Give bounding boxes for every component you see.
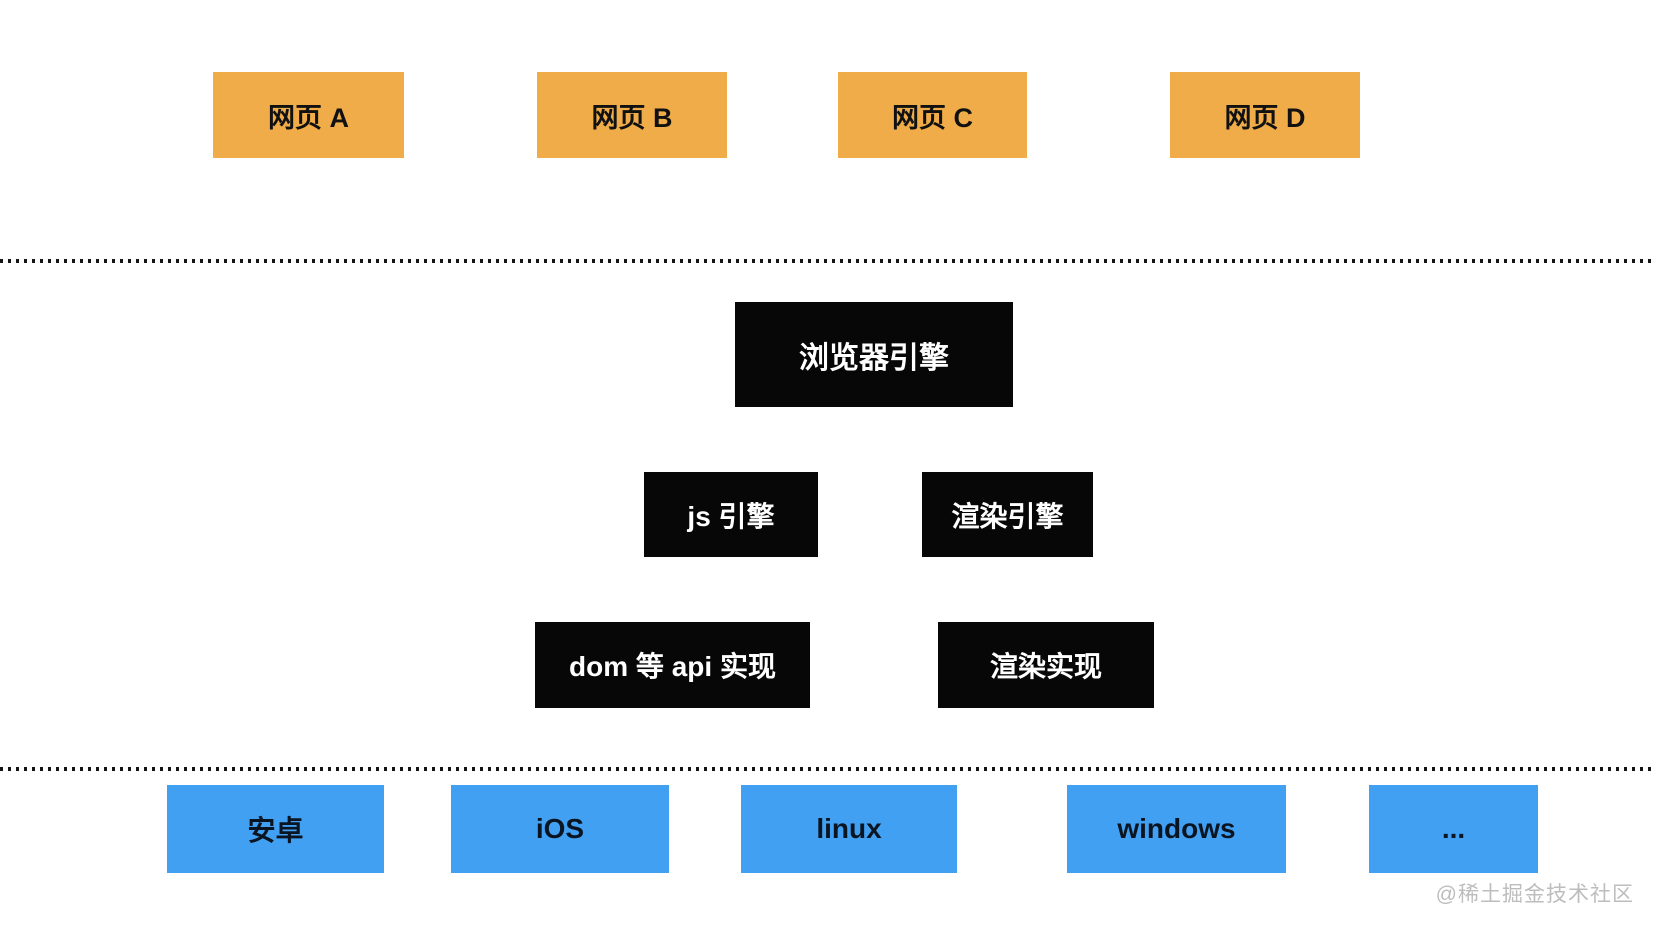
- webpage-a-label: 网页 A: [268, 102, 349, 133]
- webpage-b-box: 网页 B: [537, 72, 727, 158]
- platform-ios-box: iOS: [451, 785, 669, 873]
- platform-windows-label: windows: [1117, 813, 1236, 844]
- platform-more-box: ...: [1369, 785, 1538, 873]
- browser-engine-label: 浏览器引擎: [799, 341, 949, 375]
- render-implementation-box: 渲染实现: [938, 622, 1154, 708]
- dom-api-implementation-label: dom 等 api 实现: [569, 651, 776, 682]
- platform-linux-box: linux: [741, 785, 957, 873]
- dom-api-implementation-box: dom 等 api 实现: [535, 622, 810, 708]
- js-engine-label: js 引擎: [687, 500, 775, 532]
- lower-dotted-divider: [0, 767, 1656, 771]
- platform-windows-box: windows: [1067, 785, 1286, 873]
- webpage-c-label: 网页 C: [892, 102, 973, 133]
- browser-engine-box: 浏览器引擎: [735, 302, 1013, 407]
- platform-android-box: 安卓: [167, 785, 384, 873]
- community-watermark: @稀土掘金技术社区: [1435, 883, 1634, 906]
- platform-android-label: 安卓: [247, 815, 304, 846]
- render-implementation-label: 渲染实现: [989, 651, 1102, 682]
- webpage-a-box: 网页 A: [213, 72, 404, 158]
- platform-more-label: ...: [1441, 813, 1466, 844]
- render-engine-box: 渲染引擎: [922, 472, 1093, 557]
- platform-ios-label: iOS: [535, 813, 585, 844]
- webpage-c-box: 网页 C: [838, 72, 1027, 158]
- platform-linux-label: linux: [816, 813, 882, 844]
- js-engine-box: js 引擎: [644, 472, 818, 557]
- webpage-b-label: 网页 B: [591, 102, 673, 133]
- webpage-d-box: 网页 D: [1170, 72, 1360, 158]
- webpage-d-label: 网页 D: [1224, 102, 1306, 133]
- render-engine-label: 渲染引擎: [951, 500, 1064, 532]
- upper-dotted-divider: [0, 259, 1656, 263]
